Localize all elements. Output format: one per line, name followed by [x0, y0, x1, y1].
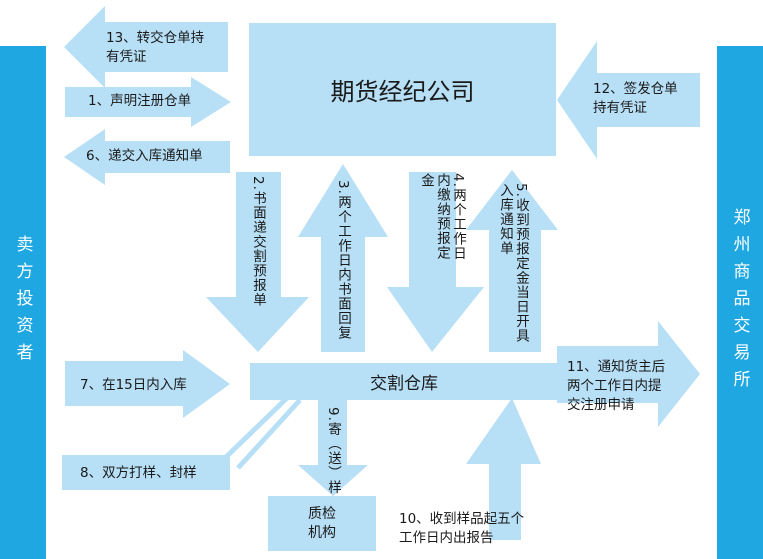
- futures-broker-title: 期货经纪公司: [330, 78, 475, 106]
- step-5-label: 5.收到预报定金当日开具入库通知单: [497, 183, 529, 343]
- arrow-4-pay-deposit: [387, 172, 484, 352]
- arrow-13-transfer-certificate: [64, 6, 228, 88]
- seller-investor-label: 卖方投资者: [12, 235, 33, 370]
- step-9-label: 9.寄（送）样: [325, 407, 341, 495]
- step-13-line-2: 有凭证: [106, 49, 147, 65]
- arrow-11-notify-owner: [557, 321, 700, 427]
- step-12-label: 12、签发仓单 持有凭证: [593, 80, 678, 118]
- step-1-label: 1、声明注册仓单: [88, 93, 192, 109]
- arrow-9-send-sample: [298, 398, 368, 496]
- step-11-line-1: 11、通知货主后: [567, 359, 666, 375]
- step-11-line-3: 交注册申请: [567, 397, 635, 413]
- step-4-label: 4.两个工作日内缴纳预报定金: [418, 173, 466, 261]
- arrow-3-written-reply: [298, 164, 388, 352]
- step-10-label: 10、收到样品起五个 工作日内出报告: [399, 510, 524, 548]
- step-6-label: 6、递交入库通知单: [86, 148, 203, 164]
- step-10-line-2: 工作日内出报告: [399, 530, 494, 546]
- step-12-line-1: 12、签发仓单: [593, 81, 678, 97]
- arrow-1-declare-warrant: [65, 77, 231, 127]
- arrow-10-report: [466, 398, 541, 540]
- step-11-line-2: 两个工作日内提: [567, 378, 662, 394]
- arrow-8-sample-seal: [62, 455, 230, 490]
- step-13-label: 13、转交仓单持 有凭证: [106, 29, 204, 67]
- step-11-label: 11、通知货主后 两个工作日内提 交注册申请: [567, 358, 665, 415]
- arrow-7-warehouse-entry: [65, 350, 230, 418]
- sample-link-line-1: [223, 396, 289, 460]
- delivery-warehouse-title: 交割仓库: [370, 374, 438, 394]
- arrow-6-submit-notice: [64, 129, 230, 185]
- futures-broker-box: 期货经纪公司: [249, 23, 556, 156]
- step-13-line-1: 13、转交仓单持: [106, 30, 205, 46]
- arrow-2-submit-forecast: [206, 172, 309, 352]
- step-10-line-1: 10、收到样品起五个: [399, 511, 525, 527]
- inspection-agency-line-2: 机构: [308, 524, 336, 541]
- step-3-label: 3.两个工作日内书面回复: [335, 180, 351, 340]
- step-2-label: 2.书面递交割预报单: [250, 176, 266, 307]
- step-7-label: 7、在15日内入库: [80, 377, 187, 393]
- arrow-5-issue-notice: [466, 170, 558, 352]
- seller-investor-bar: 卖方投资者: [0, 46, 46, 559]
- sample-link-line-2: [236, 398, 302, 470]
- inspection-agency-line-1: 质检: [308, 505, 336, 522]
- arrow-12-issue-certificate: [557, 41, 700, 159]
- zhengzhou-exchange-bar: 郑州商品交易所: [717, 46, 763, 559]
- inspection-agency-box: 质检 机构: [268, 496, 376, 551]
- step-12-line-2: 持有凭证: [593, 100, 647, 116]
- zhengzhou-exchange-label: 郑州商品交易所: [729, 208, 750, 397]
- step-8-label: 8、双方打样、封样: [80, 465, 197, 481]
- delivery-warehouse-box: 交割仓库: [250, 363, 558, 400]
